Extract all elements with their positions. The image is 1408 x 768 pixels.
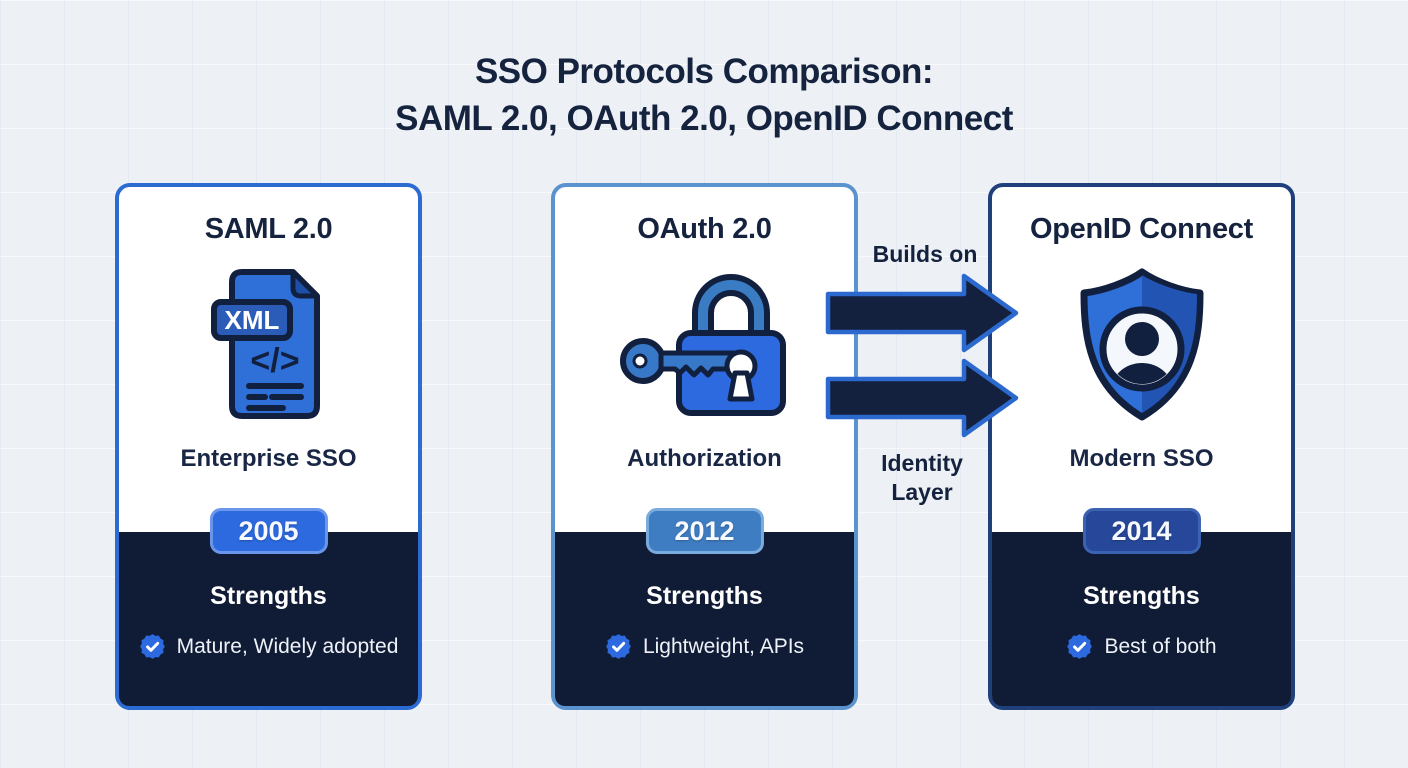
arrow-top	[825, 273, 1019, 353]
strengths-title: Strengths	[210, 582, 327, 610]
card-openid-connect: OpenID Connect Modern SSO 2014 Strengths…	[988, 183, 1295, 710]
card-saml: SAML 2.0 XML </> Enterprise SSO 2005 Str…	[115, 183, 422, 710]
protocol-subtitle: Authorization	[627, 445, 782, 472]
verified-check-icon	[606, 634, 631, 659]
verified-check-icon	[139, 634, 165, 659]
year-badge: 2012	[645, 508, 764, 554]
year-badge: 2014	[1082, 508, 1201, 554]
svg-text:</>: </>	[250, 342, 299, 380]
xml-document-icon: XML </>	[119, 265, 418, 425]
svg-text:XML: XML	[224, 305, 279, 335]
strengths-title: Strengths	[1083, 582, 1200, 610]
protocol-name: SAML 2.0	[204, 213, 333, 245]
protocol-subtitle: Modern SSO	[1069, 445, 1214, 472]
identity-layer-label: Identity Layer	[881, 450, 963, 505]
card-oauth: OAuth 2.0 Authorization 2012 Strengths L…	[551, 183, 858, 710]
strengths-title: Strengths	[646, 582, 763, 610]
strengths-panel: Strengths Mature, Widely adopted	[119, 532, 418, 706]
page-title: SSO Protocols Comparison: SAML 2.0, OAut…	[0, 48, 1408, 142]
page-title-line-2: SAML 2.0, OAuth 2.0, OpenID Connect	[395, 99, 1013, 138]
strength-text: Best of both	[1104, 634, 1217, 658]
strengths-panel: Strengths Lightweight, APIs	[555, 532, 854, 706]
strength-text: Lightweight, APIs	[642, 634, 805, 658]
arrow-bottom	[825, 358, 1019, 438]
protocol-name: OpenID Connect	[1030, 213, 1253, 245]
shield-user-icon	[992, 265, 1291, 425]
page-title-line-1: SSO Protocols Comparison:	[474, 52, 934, 91]
lock-and-key-icon	[555, 265, 854, 425]
builds-on-label: Builds on	[872, 241, 978, 267]
strength-item: Best of both	[992, 633, 1291, 660]
strength-item: Mature, Widely adopted	[119, 633, 418, 660]
strength-text: Mature, Widely adopted	[176, 634, 399, 658]
year-badge: 2005	[209, 508, 328, 554]
strengths-panel: Strengths Best of both	[992, 532, 1291, 706]
verified-check-icon	[1067, 634, 1093, 659]
strength-item: Lightweight, APIs	[555, 633, 854, 660]
protocol-name: OAuth 2.0	[637, 213, 772, 245]
builds-on-arrows	[825, 273, 1019, 438]
protocol-subtitle: Enterprise SSO	[180, 445, 357, 472]
